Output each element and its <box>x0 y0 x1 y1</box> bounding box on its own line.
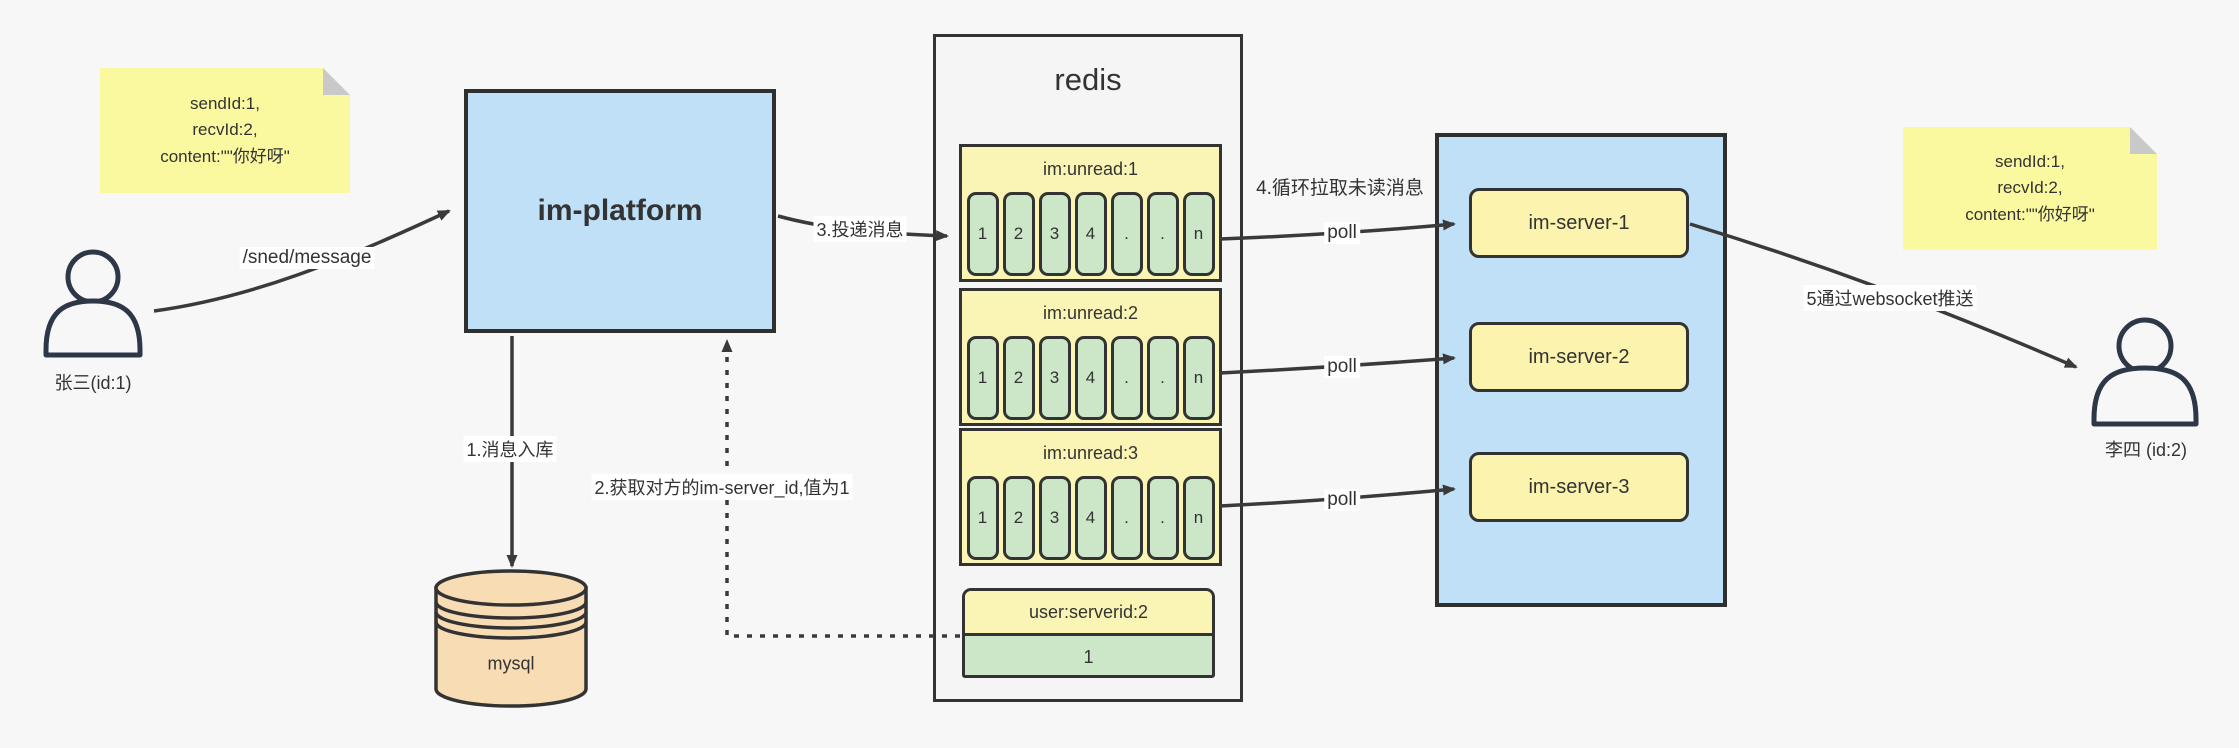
edge-label-poll-1: poll <box>1324 222 1360 244</box>
kv-user-serverid: user:serverid:2 1 <box>962 588 1215 678</box>
im-server-3-box: im-server-3 <box>1469 452 1689 522</box>
im-platform-label: im-platform <box>537 194 703 227</box>
edge-label-send: /sned/message <box>239 247 375 269</box>
im-server-2-label: im-server-2 <box>1528 345 1630 368</box>
edge-label-pull: 4.循环拉取未读消息 <box>1256 178 1424 200</box>
queue-im-unread-2: im:unread:2 1 2 3 4 . . n <box>959 288 1222 426</box>
receiver-label: 李四 (id:2) <box>2104 440 2188 460</box>
queue-cell: . <box>1110 336 1143 420</box>
queue-cells: 1 2 3 4 . . n <box>965 476 1216 560</box>
note-line: sendId:1, <box>190 93 260 113</box>
queue-cell: . <box>1110 476 1143 560</box>
im-server-1-label: im-server-1 <box>1528 211 1630 234</box>
queue-cell: 1 <box>966 476 999 560</box>
redis-title: redis <box>1054 62 1122 97</box>
note-fold-icon <box>323 68 350 95</box>
sticky-note-right-text: sendId:1, recvId:2, content:""你好呀" <box>1965 149 2095 228</box>
queue-cell: 3 <box>1038 476 1071 560</box>
note-line: recvId:2, <box>1997 178 2063 198</box>
note-line: recvId:2, <box>192 120 258 140</box>
user-icon-sender <box>43 249 143 358</box>
edge-label-poll-3: poll <box>1324 489 1360 511</box>
queue-cell: n <box>1182 336 1215 420</box>
kv-title: user:serverid:2 <box>965 591 1212 636</box>
sender-label: 张三(id:1) <box>54 373 132 393</box>
queue-title: im:unread:2 <box>1042 302 1139 323</box>
edge-label-lookup: 2.获取对方的im-server_id,值为1 <box>591 474 853 500</box>
note-line: content:""你好呀" <box>160 146 290 166</box>
queue-cell: n <box>1182 192 1215 276</box>
queue-cell: 4 <box>1074 476 1107 560</box>
queue-cell: 4 <box>1074 336 1107 420</box>
edge-label-deliver: 3.投递消息 <box>813 216 907 242</box>
edge-label-store: 1.消息入库 <box>463 436 557 462</box>
sticky-note-right: sendId:1, recvId:2, content:""你好呀" <box>1903 127 2157 250</box>
mysql-cylinder <box>434 569 588 708</box>
im-server-1-box: im-server-1 <box>1469 188 1689 258</box>
kv-value: 1 <box>1083 646 1094 667</box>
sticky-note-left-text: sendId:1, recvId:2, content:""你好呀" <box>160 91 290 170</box>
queue-im-unread-1: im:unread:1 1 2 3 4 . . n <box>959 144 1222 282</box>
im-server-2-box: im-server-2 <box>1469 322 1689 392</box>
note-fold-icon <box>2130 127 2157 154</box>
queue-cell: 1 <box>966 336 999 420</box>
user-icon-receiver <box>2091 317 2199 427</box>
queue-cell: 4 <box>1074 192 1107 276</box>
queue-cells: 1 2 3 4 . . n <box>965 192 1216 276</box>
queue-im-unread-3: im:unread:3 1 2 3 4 . . n <box>959 428 1222 566</box>
im-platform-box: im-platform <box>464 89 776 333</box>
queue-cell: . <box>1146 476 1179 560</box>
sticky-note-left: sendId:1, recvId:2, content:""你好呀" <box>100 68 350 193</box>
im-server-3-label: im-server-3 <box>1528 475 1630 498</box>
edge-label-poll-2: poll <box>1324 356 1360 378</box>
queue-cell: . <box>1110 192 1143 276</box>
queue-cell: . <box>1146 336 1179 420</box>
queue-cell: 3 <box>1038 336 1071 420</box>
queue-cell: 3 <box>1038 192 1071 276</box>
mysql-label: mysql <box>487 653 535 674</box>
queue-cell: 2 <box>1002 476 1035 560</box>
queue-cell: n <box>1182 476 1215 560</box>
queue-title: im:unread:1 <box>1042 158 1139 179</box>
queue-cell: 2 <box>1002 192 1035 276</box>
queue-cell: 1 <box>966 192 999 276</box>
queue-cell: 2 <box>1002 336 1035 420</box>
queue-cell: . <box>1146 192 1179 276</box>
note-line: sendId:1, <box>1995 151 2065 171</box>
note-line: content:""你好呀" <box>1965 204 2095 224</box>
edge-label-push: 5通过websocket推送 <box>1803 285 1977 311</box>
queue-cells: 1 2 3 4 . . n <box>965 336 1216 420</box>
queue-title: im:unread:3 <box>1042 442 1139 463</box>
